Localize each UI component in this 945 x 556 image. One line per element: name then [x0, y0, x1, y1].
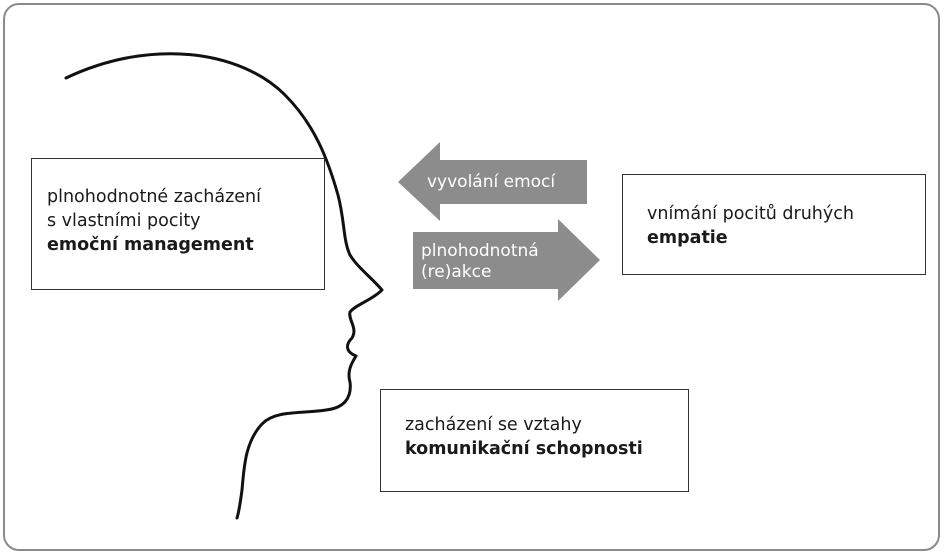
communication-box: zacházení se vztahy komunikační schopnos…: [380, 389, 689, 492]
arrow-right-line1: plnohodnotná: [421, 241, 539, 261]
empathy-line1: vnímání pocitů druhých: [647, 204, 854, 224]
head-profile-outline: [64, 52, 384, 520]
empathy-box: vnímání pocitů druhých empatie: [622, 174, 926, 275]
emotion-management-line1: plnohodnotné zacházení: [47, 187, 262, 207]
communication-line1: zacházení se vztahy: [405, 415, 582, 435]
empathy-title: empatie: [647, 228, 728, 248]
arrow-left-label: vyvolání emocí: [427, 172, 555, 193]
emotion-management-line2: s vlastními pocity: [47, 211, 201, 231]
communication-title: komunikační schopnosti: [405, 439, 643, 459]
arrow-left-shape: [398, 142, 587, 221]
arrow-right-label: plnohodnotná (re)akce: [421, 241, 539, 283]
emotion-management-title: emoční management: [47, 235, 254, 255]
arrow-right-shape: [413, 219, 600, 301]
emotion-management-box: plnohodnotné zacházení s vlastními pocit…: [31, 158, 325, 290]
arrow-right-line2: (re)akce: [421, 262, 492, 282]
arrow-left-text: vyvolání emocí: [427, 172, 556, 192]
